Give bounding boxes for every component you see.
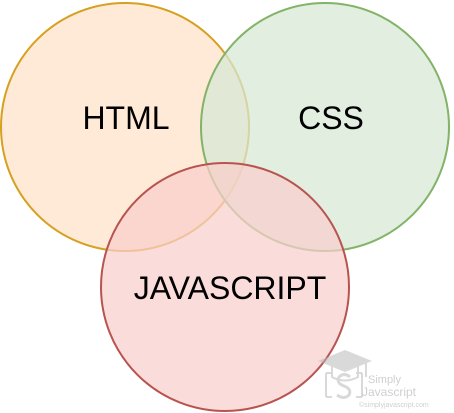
javascript-label: JAVASCRIPT [134,270,327,306]
watermark-line-3: ©simplyjavascript.com [359,401,429,409]
simply-javascript-watermark: Simply Javascript ©simplyjavascript.com [318,350,429,409]
graduation-cap-icon [318,350,372,382]
s-monogram-icon [325,372,363,399]
html-label: HTML [82,100,169,136]
javascript-circle [100,162,350,412]
watermark-line-2: Javascript [362,385,417,399]
watermark-line-1: Simply [368,374,402,386]
css-label: CSS [298,100,364,136]
